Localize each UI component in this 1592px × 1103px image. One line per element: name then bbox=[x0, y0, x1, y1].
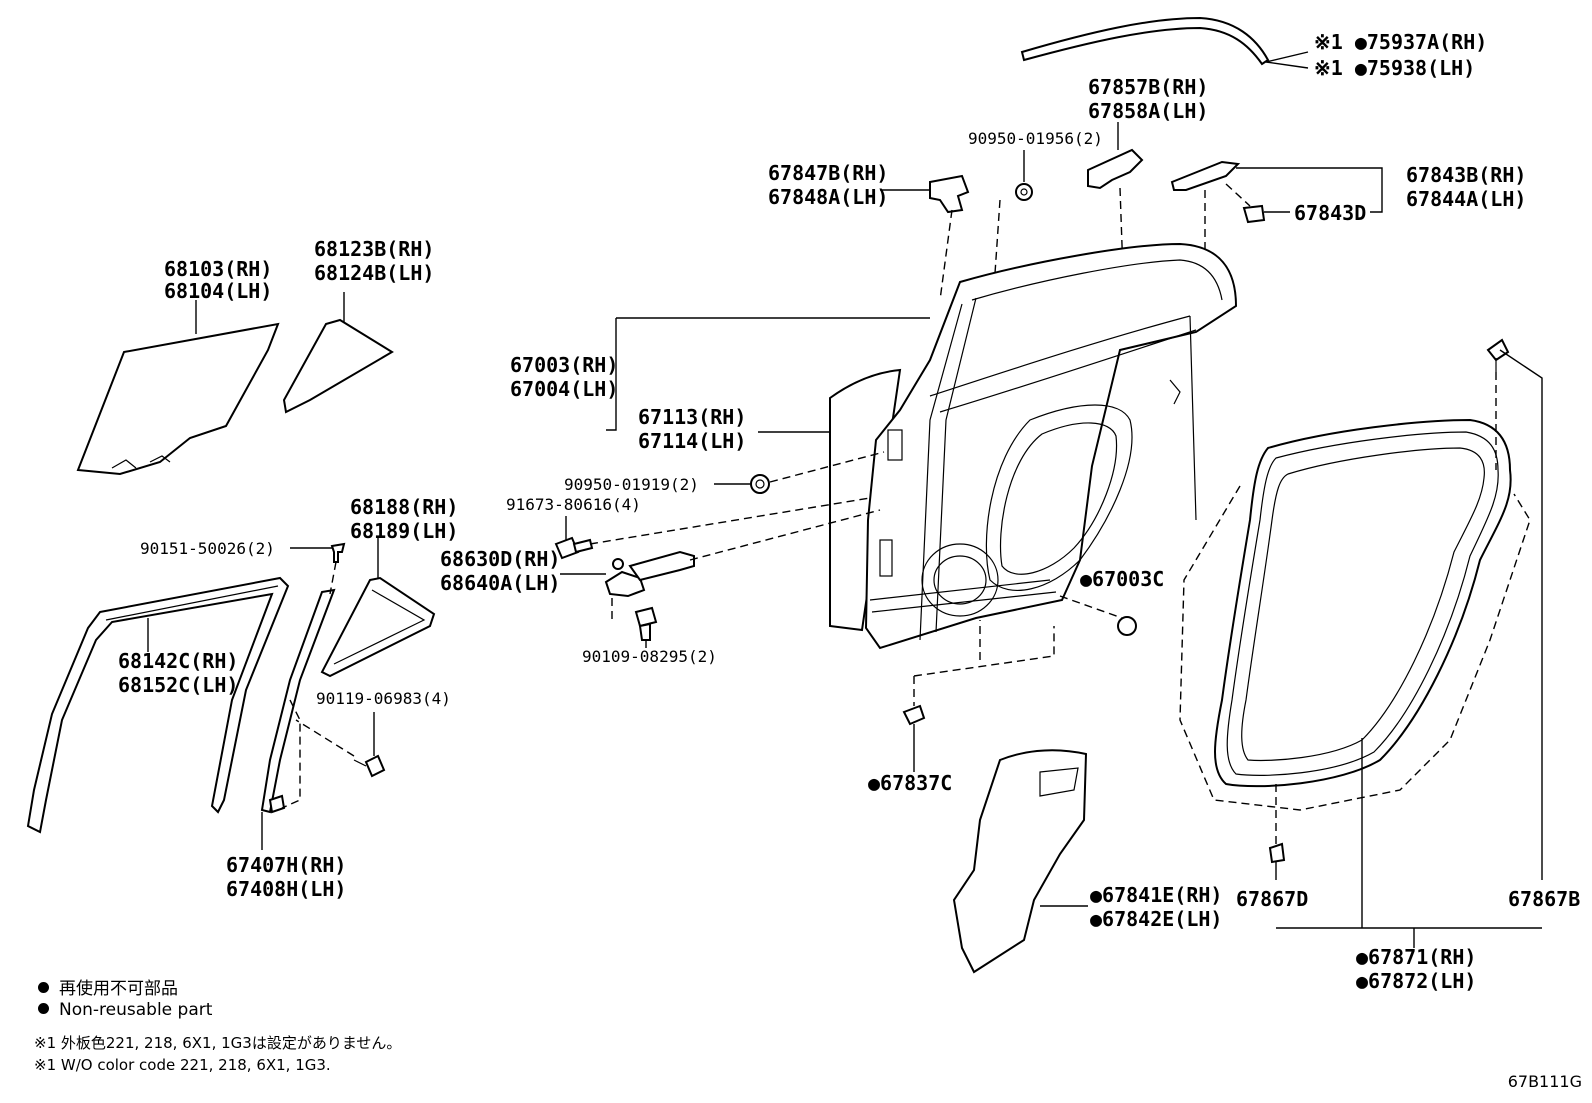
weatherstrip-outline-dash bbox=[1179, 485, 1531, 811]
label-68123B: 68123B(RH) bbox=[314, 237, 434, 261]
label-68104: 68104(LH) bbox=[164, 279, 272, 303]
dash-67837C bbox=[913, 620, 1055, 706]
label-90109-08295: 90109-08295(2) bbox=[582, 647, 717, 666]
cap-67003C-part bbox=[1117, 616, 1137, 636]
screw-90151-50026-part bbox=[330, 542, 346, 563]
dash-67843D bbox=[1225, 183, 1251, 207]
label-67843B: 67843B(RH) bbox=[1406, 163, 1526, 187]
clip-67867B-part bbox=[1486, 338, 1510, 372]
screw-90119-06983-part bbox=[353, 754, 386, 778]
bracket-67847B-part bbox=[929, 174, 970, 214]
diagram-code: 67B111G bbox=[1507, 1072, 1582, 1091]
label-90950-01919: 90950-01919(2) bbox=[564, 475, 699, 494]
label-67842E: ●67842E(LH) bbox=[1090, 907, 1222, 931]
division-bar-part bbox=[260, 588, 336, 814]
label-67867D: 67867D bbox=[1236, 887, 1308, 911]
bracket-67857B-part bbox=[1087, 148, 1144, 190]
weatherstrip-part bbox=[1214, 418, 1512, 788]
legend-text-en: Non-reusable part bbox=[59, 1000, 213, 1020]
label-68188: 68188(RH) bbox=[350, 495, 458, 519]
bullet-icon bbox=[38, 982, 49, 993]
leader-67867B bbox=[1499, 349, 1543, 880]
label-67867B: 67867B bbox=[1508, 887, 1580, 911]
label-91673-80616: 91673-80616(4) bbox=[506, 495, 641, 514]
label-67847B: 67847B(RH) bbox=[768, 161, 888, 185]
dash-67003C bbox=[1059, 595, 1123, 619]
legend-non-reusable-jp: 再使用不可部品 bbox=[38, 974, 178, 999]
label-90151-50026: 90151-50026(2) bbox=[140, 539, 275, 558]
label-68152C: 68152C(LH) bbox=[118, 673, 238, 697]
label-67003C: ●67003C bbox=[1080, 567, 1164, 591]
label-68640A: 68640A(LH) bbox=[440, 571, 560, 595]
label-67114: 67114(LH) bbox=[638, 429, 746, 453]
dash-90119-06983 bbox=[295, 719, 355, 757]
quarter-glass-part bbox=[282, 318, 394, 414]
grommet-90950-01919-part bbox=[750, 474, 770, 494]
label-67857B: 67857B(RH) bbox=[1088, 75, 1208, 99]
run-channel-part bbox=[26, 576, 290, 834]
label-67407H: 67407H(RH) bbox=[226, 853, 346, 877]
door-check-part bbox=[604, 550, 695, 598]
label-75937A: ※1 ●75937A(RH) bbox=[1314, 30, 1487, 54]
service-hole-cover-part bbox=[952, 749, 1088, 974]
bolt-91673-80616-part bbox=[554, 536, 594, 560]
dash-68630D bbox=[611, 509, 881, 620]
label-68124B: 68124B(LH) bbox=[314, 261, 434, 285]
clip-67867D-part bbox=[1268, 842, 1286, 864]
door-glass-part bbox=[76, 322, 280, 476]
door-inner-panel-part bbox=[864, 242, 1238, 650]
leader-67843B bbox=[1236, 167, 1383, 213]
roof-moulding-part bbox=[1020, 16, 1270, 66]
label-67848A: 67848A(LH) bbox=[768, 185, 888, 209]
dash-90950-01919 bbox=[769, 451, 885, 483]
legend-non-reusable-en: Non-reusable part bbox=[38, 1000, 212, 1020]
dash-91673-80616 bbox=[589, 497, 871, 545]
label-75938: ※1 ●75938(LH) bbox=[1314, 56, 1475, 80]
grommet-90950-01956-part bbox=[1015, 183, 1033, 201]
label-67843D: 67843D bbox=[1294, 201, 1366, 225]
label-67841E: ●67841E(RH) bbox=[1090, 883, 1222, 907]
label-68189: 68189(LH) bbox=[350, 519, 458, 543]
label-67408H: 67408H(LH) bbox=[226, 877, 346, 901]
label-67004: 67004(LH) bbox=[510, 377, 618, 401]
label-67871: ●67871(RH) bbox=[1356, 945, 1476, 969]
dash-90151-50026 bbox=[329, 561, 337, 595]
label-67872: ●67872(LH) bbox=[1356, 969, 1476, 993]
label-67858A: 67858A(LH) bbox=[1088, 99, 1208, 123]
leader-67003 bbox=[606, 317, 930, 431]
bolt-90109-08295-part bbox=[634, 606, 658, 641]
note-jp: ※1 外板色221, 218, 6X1, 1G3は設定がありません。 bbox=[34, 1034, 402, 1052]
label-90119-06983: 90119-06983(4) bbox=[316, 689, 451, 708]
label-68630D: 68630D(RH) bbox=[440, 547, 560, 571]
clip-67837C-part bbox=[902, 704, 926, 726]
note-en: ※1 W/O color code 221, 218, 6X1, 1G3. bbox=[34, 1056, 331, 1074]
bracket-67843B-part bbox=[1170, 160, 1241, 191]
quarter-frame-part bbox=[320, 576, 436, 678]
clip-67843D-part bbox=[1242, 204, 1266, 224]
label-67113: 67113(RH) bbox=[638, 405, 746, 429]
dash-67847B bbox=[939, 209, 953, 301]
label-90950-01956: 90950-01956(2) bbox=[968, 129, 1103, 148]
leader-67871 bbox=[1276, 738, 1542, 948]
label-67844A: 67844A(LH) bbox=[1406, 187, 1526, 211]
label-67003: 67003(RH) bbox=[510, 353, 618, 377]
label-68103: 68103(RH) bbox=[164, 257, 272, 281]
label-67837C: ●67837C bbox=[868, 771, 952, 795]
label-68142C: 68142C(RH) bbox=[118, 649, 238, 673]
legend-text-jp: 再使用不可部品 bbox=[59, 979, 178, 999]
bullet-icon bbox=[38, 1003, 49, 1014]
leader-75937A bbox=[1265, 51, 1309, 69]
